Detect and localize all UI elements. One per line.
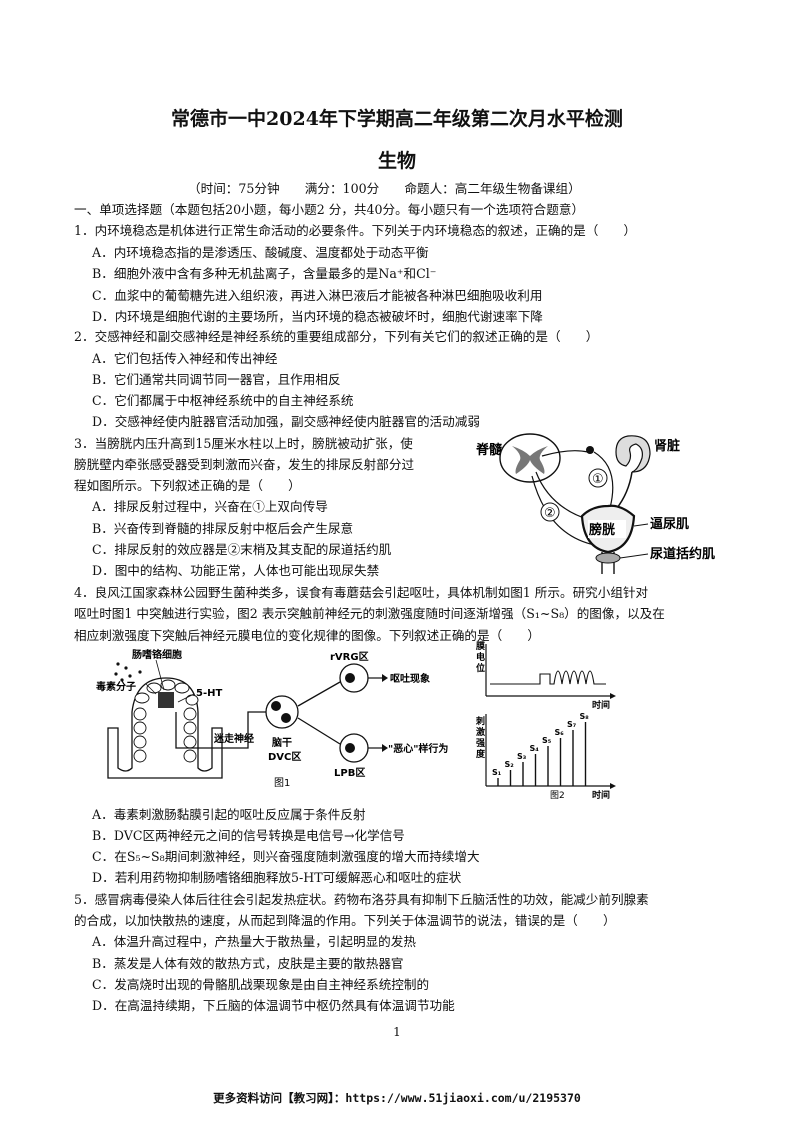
q5-option-a: A．体温升高过程中，产热量大于散热量，引起明显的发热 [92,934,416,949]
gray-matter-shape [512,446,548,474]
stim-label-5: S₅ [542,736,552,745]
svg-text:刺: 刺 [475,715,485,727]
svg-text:度: 度 [476,748,486,760]
brainstem-label: 脑干 [272,736,292,749]
q3-option-c: C．排尿反射的效应器是②末梢及其支配的尿道括约肌 [92,542,392,557]
q4-option-a: A．毒素刺激肠黏膜引起的呕吐反应属于条件反射 [92,807,366,822]
q1-stem: 1．内环境稳态是机体进行正常生命活动的必要条件。下列关于内环境稳态的叙述，正确的… [74,223,637,238]
figure-1-caption: 图1 [274,777,290,789]
subject-title: 生物 [377,150,416,172]
svg-text:位: 位 [476,662,485,674]
q4-stem-line3: 相应刺激强度下突触后神经元膜电位的变化规律的图像。下列叙述正确的是（ ） [74,628,540,643]
ec-cell-shape [158,692,174,708]
figure-2-caption: 图2 [550,790,565,800]
sphincter-shape [595,552,621,564]
footer-link[interactable]: 更多资料访问【教习网】：https://www.51jiaoxi.com/u/2… [213,1091,581,1105]
q5-option-c: C．发高烧时出现的骨骼肌战栗现象是由自主神经系统控制的 [92,977,430,992]
q3-stem-line1: 3．当膀胱内压升高到15厘米水柱以上时，膀胱被动扩张，使 [74,436,413,451]
exam-info: （时间：75分钟 满分：100分 命题人：高二年级生物备课组） [188,181,581,196]
fig2-bottom-time-label: 时间 [592,789,610,800]
q4-option-c: C．在S₅~S₈期间刺激神经，则兴奋强度随刺激强度的增大而持续增大 [92,849,480,864]
q3-stem-line3: 程如图所示。下列叙述正确的是（ ） [74,478,301,493]
stim-label-7: S₇ [567,720,577,729]
toxin-dots [114,662,142,682]
ec-cell-label: 肠嗜铬细胞 [132,648,182,661]
exam-title: 常德市一中2024年下学期高二年级第二次月水平检测 [171,108,623,130]
dvc-label: DVC区 [268,751,301,763]
detrusor-label: 逼尿肌 [650,517,689,532]
q3-option-a: A．排尿反射过程中，兴奋在①上双向传导 [92,499,328,514]
q5-stem-line2: 的合成，以加快散热的速度，从而起到降温的作用。下列关于体温调节的说法，错误的是（… [74,913,616,928]
nausea-label: "恶心"样行为 [388,742,448,755]
q2-option-b: B．它们通常共同调节同一器官，且作用相反 [92,372,341,387]
q5-stem-line1: 5．感冒病毒侵染人体后往往会引起发热症状。药物布洛芬具有抑制下丘脑活性的功效，能… [74,892,649,907]
q1-option-b: B．细胞外液中含有多种无机盐离子，含量最多的是Na⁺和Cl⁻ [92,266,437,281]
q4-option-b: B．DVC区两神经元之间的信号转换是电信号→化学信号 [92,828,405,843]
kidney-shape [615,435,651,473]
svg-text:①: ① [592,472,604,487]
q2-stem: 2．交感神经和副交感神经是神经系统的重要组成部分，下列有关它们的叙述正确的是（ … [74,329,599,344]
vomit-label: 呕吐现象 [390,672,430,685]
svg-text:膜: 膜 [475,640,486,652]
dvc-neuron-shape [265,695,299,729]
q5-option-d: D．在高温持续期，下丘脑的体温调节中枢仍然具有体温调节功能 [92,998,455,1013]
stim-label-3: S₃ [517,752,527,761]
q3-option-d: D．图中的结构、功能正常，人体也可能出现尿失禁 [92,563,380,578]
page-number: 1 [393,1025,401,1039]
sphincter-label: 尿道括约肌 [650,546,715,562]
svg-text:激: 激 [476,726,485,738]
q4-figure-1: 肠嗜铬细胞 毒素分子 5-HT 迷走神经 脑干 DVC区 rVRG区 呕吐现象 … [96,648,448,789]
spinal-cord-label: 脊髓 [475,442,503,458]
q2-option-a: A．它们包括传入神经和传出神经 [92,351,278,366]
q3-reflex-figure: 脊髓 ① ② 肾脏 膀胱 逼尿肌 尿道括约肌 [475,433,715,574]
bladder-label: 膀胱 [588,522,615,538]
q4-option-d: D．若利用药物抑制肠嗜铬细胞释放5-HT可缓解恶心和呕吐的症状 [92,870,462,885]
serotonin-label: 5-HT [196,688,222,699]
lpb-label: LPB区 [334,767,365,779]
svg-text:②: ② [544,506,556,521]
stim-label-2: S₂ [505,760,515,769]
fig2-top-time-label: 时间 [592,699,610,711]
toxin-label: 毒素分子 [96,680,136,693]
q3-option-b: B．兴奋传到脊髓的排尿反射中枢后会产生尿意 [92,521,354,536]
rvrg-label: rVRG区 [330,651,369,663]
q1-option-d: D．内环境是细胞代谢的主要场所，当内环境的稳态被破坏时，细胞代谢速率下降 [92,309,543,324]
vagus-label: 迷走神经 [213,732,254,745]
q2-option-d: D．交感神经使内脏器官活动加强，副交感神经使内脏器官的活动减弱 [92,414,480,429]
q1-option-a: A．内环境稳态指的是渗透压、酸碱度、温度都处于动态平衡 [92,245,429,260]
membrane-potential-trace [490,670,606,685]
q2-option-c: C．它们都属于中枢神经系统中的自主神经系统 [92,393,354,408]
q3-stem-line2: 膀胱壁内牵张感受器受到刺激而兴奋，发生的排尿反射部分过 [74,457,415,472]
q4-stem-line1: 4．良风江国家森林公园野生菌种类多，误食有毒蘑菇会引起呕吐，具体机制如图1 所示… [74,585,649,600]
q1-option-c: C．血浆中的葡萄糖先进入组织液，再进入淋巴液后才能被各种淋巴细胞吸收利用 [92,288,543,303]
stim-label-1: S₁ [492,768,502,777]
stim-label-8: S₈ [580,712,590,721]
stim-label-6: S₆ [555,728,565,737]
q5-option-b: B．蒸发是人体有效的散热方式，皮肤是主要的散热器官 [92,956,404,971]
ganglion-icon [586,446,594,454]
marker-two [540,502,560,522]
svg-text:电: 电 [476,651,485,663]
svg-text:强: 强 [476,738,485,749]
kidney-label: 肾脏 [654,438,680,454]
villus-cells [133,679,199,763]
stim-label-4: S₄ [530,744,540,753]
marker-one [588,468,608,488]
section-heading: 一、单项选择题（本题包括20小题，每小题2 分，共40分。每小题只有一个选项符合… [74,202,585,217]
q4-stem-line2: 呕吐时图1 中突触进行实验，图2 表示突触前神经元的刺激强度随时间逐渐增强（S₁… [74,606,665,621]
